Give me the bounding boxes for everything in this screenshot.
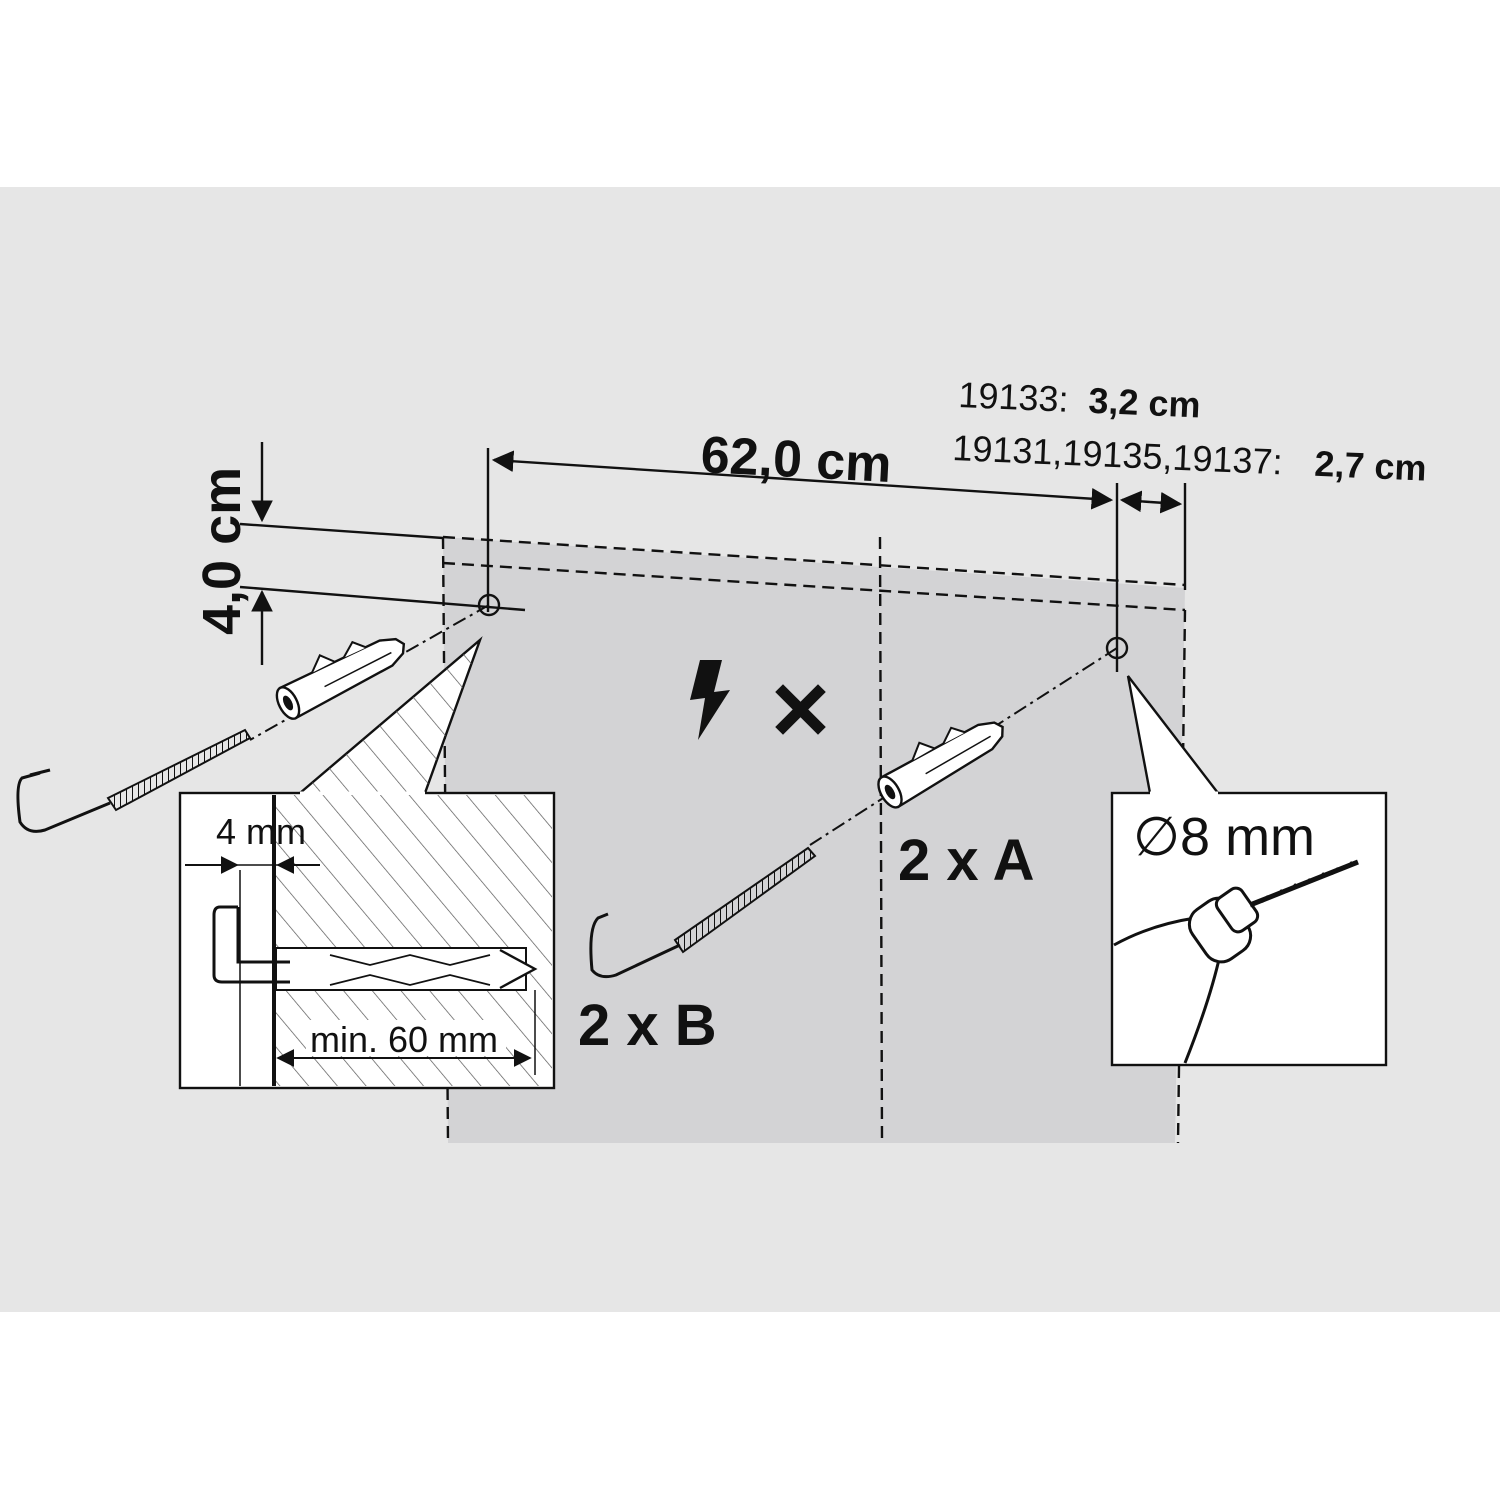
offset-label: 4,0 cm xyxy=(192,467,252,635)
depth-dimension-label: min. 60 mm xyxy=(310,1019,498,1060)
forbidden-x-icon xyxy=(775,684,826,735)
spacing-label: 62,0 cm xyxy=(699,426,893,494)
screw-hook-icon-center xyxy=(589,846,817,979)
depth-label-bg xyxy=(306,1020,506,1056)
model-note-1-prefix: 19133: xyxy=(958,374,1070,420)
screw-hook-icon-left xyxy=(16,728,252,833)
hook-count-label: 2 x B xyxy=(578,993,717,1058)
anchor-count-label: 2 x A xyxy=(898,828,1034,893)
model-note-1-value: 3,2 cm xyxy=(1088,380,1202,426)
wall-plug-icon-right xyxy=(877,721,1004,809)
electric-hazard-icon xyxy=(690,660,730,740)
gap-dimension-label: 4 mm xyxy=(216,811,306,852)
drill-hole-right xyxy=(1105,636,1129,660)
drill-hole-left xyxy=(477,593,501,617)
wall-area xyxy=(443,537,1185,1143)
vertical-dimension xyxy=(239,442,526,665)
drill-icon xyxy=(1113,859,1359,1064)
model-note-2-value: 2,7 cm xyxy=(1314,443,1428,489)
drill-diameter-label: ∅8 mm xyxy=(1133,807,1315,867)
horizontal-dimension xyxy=(486,448,1187,672)
wall-plug-icon-left xyxy=(275,637,406,720)
model-note-1: 19133: 3,2 cm xyxy=(958,374,1202,426)
